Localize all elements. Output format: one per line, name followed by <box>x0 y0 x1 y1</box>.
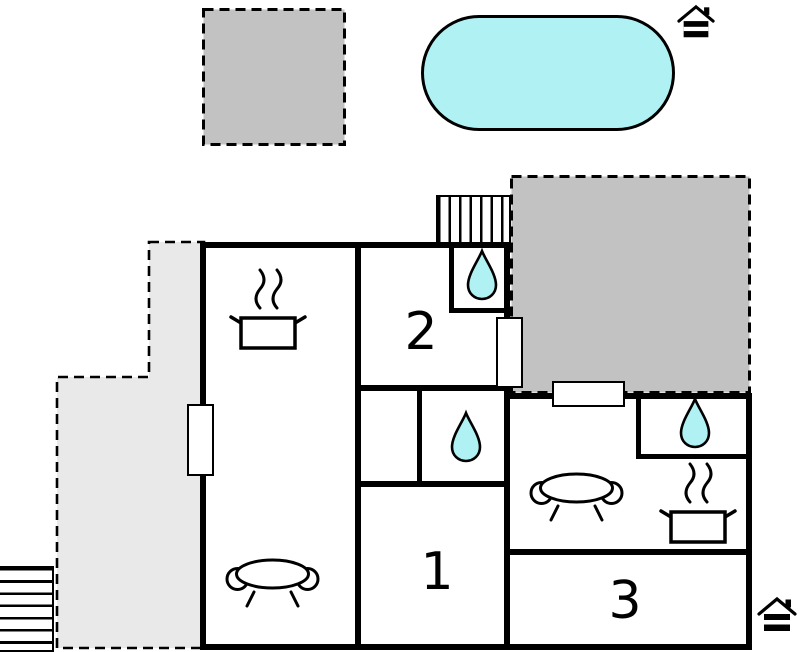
steam <box>684 462 696 504</box>
window-north-annex <box>552 381 625 407</box>
sofa-leg <box>289 590 300 608</box>
terrace-top-left <box>202 8 346 146</box>
water-drop <box>679 395 711 449</box>
stairs-bottom-left <box>0 566 54 652</box>
room-label-1: 1 <box>420 542 454 602</box>
sofa-leg <box>549 504 560 522</box>
wall-room1-top <box>355 481 510 487</box>
wall-bath2-horizontal <box>449 308 510 313</box>
room-label-3: 3 <box>608 571 642 631</box>
house-icon-bottom <box>757 596 797 631</box>
stairs-top <box>436 195 511 244</box>
shower-drop-icon-bath3 <box>679 395 711 449</box>
sofa-leg <box>593 504 604 522</box>
window-east-middle <box>496 317 523 388</box>
chimney <box>785 599 791 608</box>
wall-bath2-vertical <box>449 242 454 313</box>
wall-bath3-horizontal <box>636 454 752 459</box>
house-icon-top <box>677 4 715 38</box>
room-label-2: 2 <box>404 302 438 362</box>
shower-drop-icon-bath2 <box>466 247 498 301</box>
sofa-body <box>235 558 310 590</box>
shower-drop-icon-bath-middle <box>450 409 482 463</box>
steam <box>701 462 713 504</box>
house-stripe <box>764 620 790 625</box>
wall-bath-middle-vertical <box>417 385 422 487</box>
roof <box>757 596 797 616</box>
wall-room3-top <box>504 549 752 555</box>
roof <box>677 4 715 23</box>
window-west <box>187 404 214 476</box>
pot <box>669 510 727 544</box>
house-stripe <box>683 26 709 32</box>
sofa-icon-living <box>225 558 320 608</box>
stove-icon-kitchen <box>229 268 307 350</box>
pool <box>421 15 675 131</box>
sofa-icon-annex <box>529 472 624 522</box>
terrace-right <box>510 175 751 394</box>
water-drop <box>450 409 482 463</box>
terrace-left <box>55 240 206 650</box>
stove-icon-annex <box>659 462 737 544</box>
sofa-body <box>539 472 614 504</box>
chimney <box>704 7 710 15</box>
wall-bath3-vertical <box>636 393 641 459</box>
wall-living-divider <box>355 242 361 650</box>
wall-room2-bottom <box>355 385 510 391</box>
steam <box>254 268 266 310</box>
water-drop <box>466 247 498 301</box>
steam <box>271 268 283 310</box>
sofa-leg <box>245 590 256 608</box>
pot <box>239 316 297 350</box>
